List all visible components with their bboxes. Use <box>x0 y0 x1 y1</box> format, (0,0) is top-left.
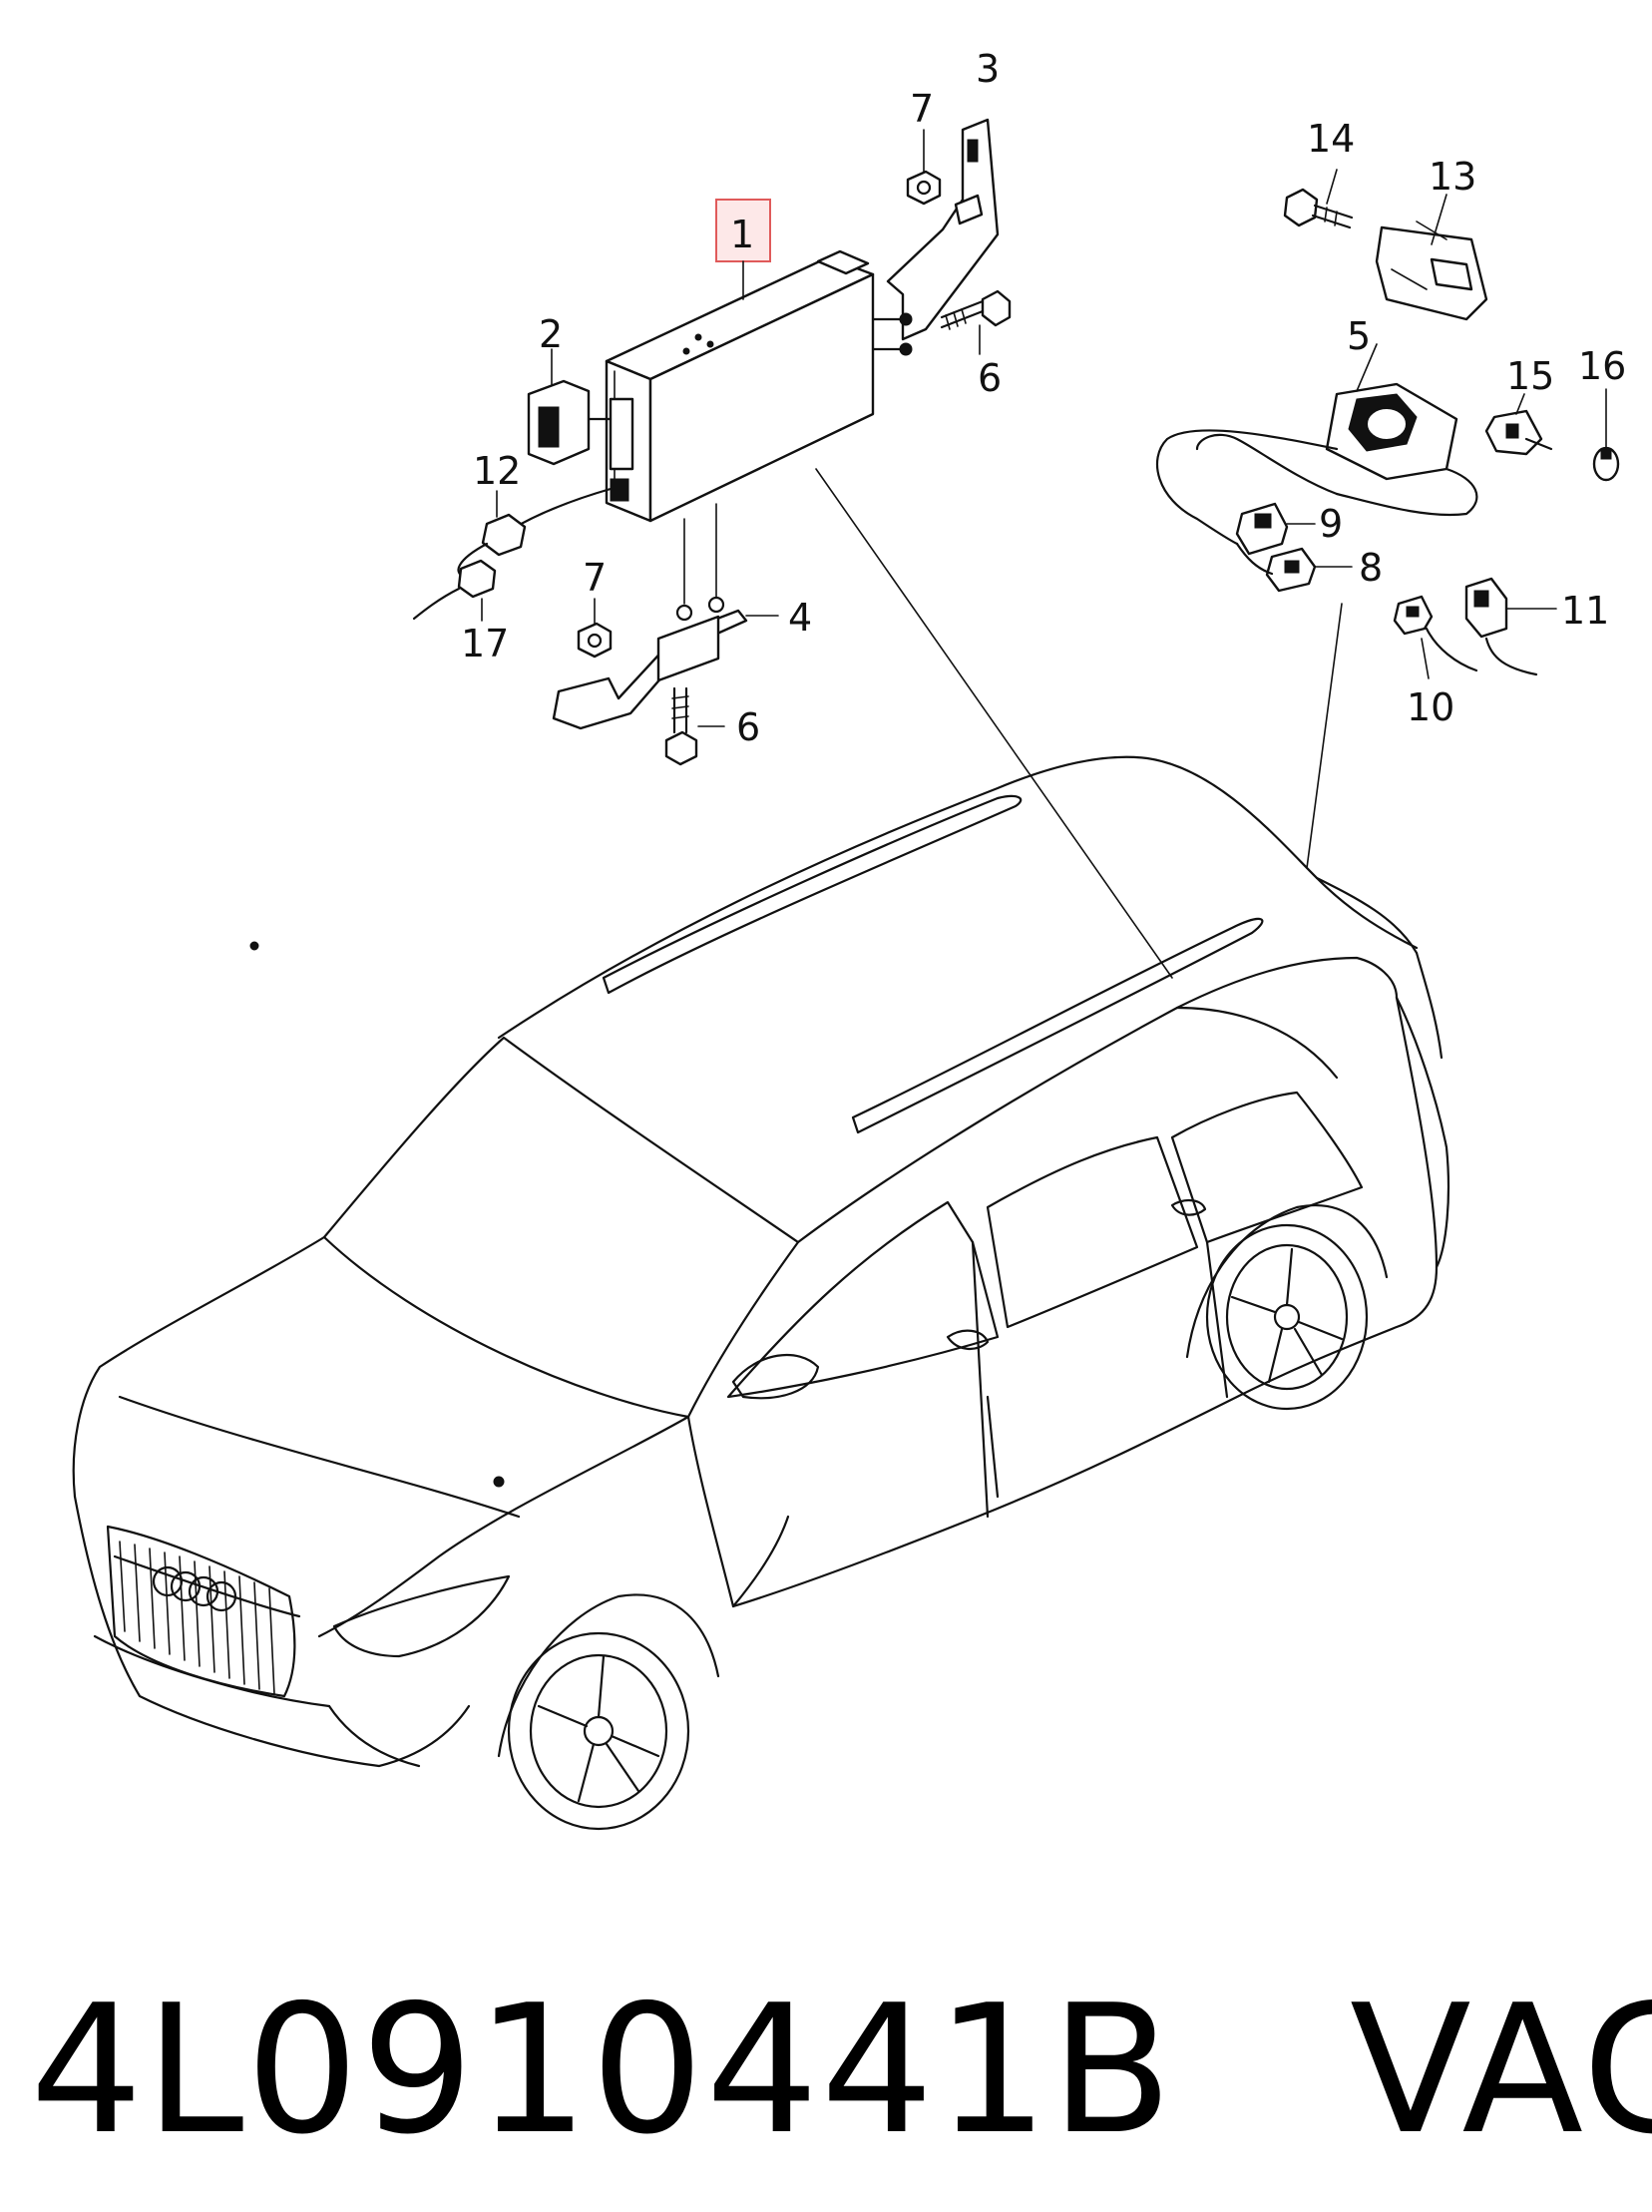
callout-6-lower[interactable]: 6 <box>736 705 760 749</box>
control-unit-part-1 <box>605 249 875 523</box>
callout-17[interactable]: 17 <box>461 622 509 665</box>
bracket-part-4 <box>552 503 779 730</box>
callout-12[interactable]: 12 <box>473 449 521 493</box>
callout-1[interactable]: 1 <box>730 213 754 256</box>
callout-6-top[interactable]: 6 <box>978 356 1002 400</box>
module-part-13 <box>1375 194 1488 321</box>
part-number: 4L0910441B <box>30 1967 1175 2173</box>
callout-2[interactable]: 2 <box>539 312 563 356</box>
fastener-part-16 <box>1592 388 1620 482</box>
leader-to-vehicle-part-1 <box>815 468 1173 979</box>
callout-3[interactable]: 3 <box>976 47 1000 91</box>
callout-13[interactable]: 13 <box>1429 155 1476 199</box>
callout-11[interactable]: 11 <box>1561 589 1609 633</box>
bolt-part-6-top <box>940 289 1012 355</box>
nut-part-7-lower <box>577 598 613 659</box>
nut-part-7-top <box>906 129 942 206</box>
brand-label: VAG <box>1350 1967 1652 2173</box>
rear-wheel <box>1205 1223 1369 1411</box>
connector-part-11 <box>1464 577 1557 676</box>
cable-parts-12-17 <box>412 487 613 622</box>
connector-part-10 <box>1393 595 1478 679</box>
callout-4[interactable]: 4 <box>788 596 812 640</box>
connector-part-2 <box>527 348 613 466</box>
connector-part-8 <box>1235 542 1353 593</box>
grille-bars <box>119 1541 275 1695</box>
callout-7-top[interactable]: 7 <box>910 87 934 131</box>
front-wheel <box>507 1631 690 1831</box>
callout-9[interactable]: 9 <box>1319 502 1343 546</box>
callout-5[interactable]: 5 <box>1347 314 1371 358</box>
callout-16[interactable]: 16 <box>1578 344 1626 388</box>
leader-to-vehicle-parts-8 <box>1306 603 1343 869</box>
callout-15[interactable]: 15 <box>1506 354 1554 398</box>
screw-part-14 <box>1283 169 1354 229</box>
callout-10[interactable]: 10 <box>1407 685 1454 729</box>
callout-7-lower[interactable]: 7 <box>583 556 607 600</box>
callout-8[interactable]: 8 <box>1359 546 1383 590</box>
connector-part-9 <box>1235 502 1316 556</box>
bolt-part-6-lower <box>664 686 725 766</box>
part-caption: 4L0910441B VAG <box>30 1967 1652 2173</box>
audi-rings-logo <box>152 1565 237 1612</box>
harness-part-5 <box>1155 343 1478 546</box>
vehicle-suv-outline <box>72 755 1450 1831</box>
clip-part-15 <box>1484 393 1553 456</box>
bracket-part-3 <box>871 118 1000 356</box>
callout-14[interactable]: 14 <box>1307 117 1355 161</box>
